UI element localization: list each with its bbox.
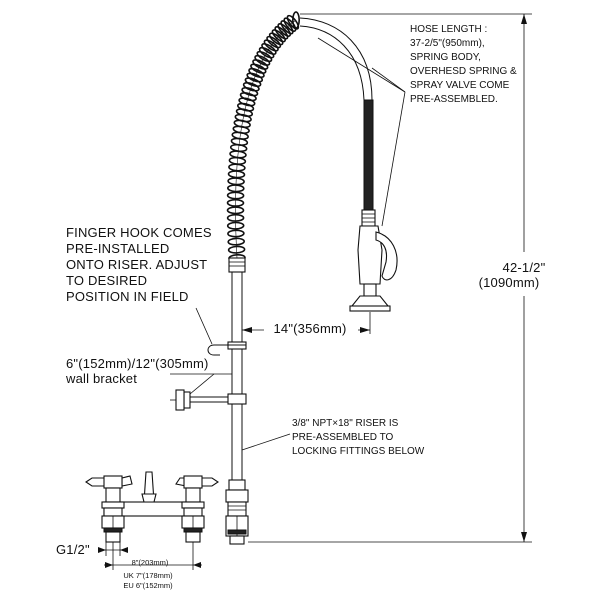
svg-text:PRE-ASSEMBLED.: PRE-ASSEMBLED. [410,94,498,105]
spring-coil [235,108,254,117]
reach-dimension: 14"(356mm) [242,312,371,336]
spring-coil [250,63,267,74]
spring-coil [226,198,245,207]
spring-coil [258,46,275,59]
svg-text:LOCKING FITTINGS BELOW: LOCKING FITTINGS BELOW [292,446,425,457]
spring-coil [226,213,245,222]
svg-text:PRE-ASSEMBLED TO: PRE-ASSEMBLED TO [292,432,394,443]
svg-text:EU 6"(152mm): EU 6"(152mm) [123,581,173,590]
spring-coil [292,11,301,29]
spring-coil [252,59,269,70]
locking-fitting [225,479,249,545]
spring-coil [236,102,255,112]
svg-text:37-2/5"(950mm),: 37-2/5"(950mm), [410,38,485,49]
spring-coil [277,23,292,37]
reach-label: 14"(356mm) [273,321,346,336]
svg-text:TO DESIRED: TO DESIRED [66,273,147,288]
spring-coil [268,32,284,46]
spring-coil [226,206,245,215]
spring-coil [254,54,271,66]
spring-coil [274,26,289,40]
svg-text:wall bracket: wall bracket [65,371,137,386]
spray-valve [349,99,398,312]
spring-coil [226,191,245,200]
centers-dimension: 8"(203mm) UK 7"(178mm) EU 6"(152mm) [104,542,202,590]
spring-coil [286,14,300,30]
svg-text:UK 7"(178mm): UK 7"(178mm) [123,571,173,580]
spring-coil [271,29,286,43]
spring-coil [263,39,279,52]
spring-coil [280,20,294,35]
svg-text:SPRAY VALVE COME: SPRAY VALVE COME [410,80,510,91]
spring-collar [228,257,246,273]
svg-text:ONTO RISER. ADJUST: ONTO RISER. ADJUST [66,257,207,272]
spring-coil [227,245,246,254]
svg-text:8"(203mm): 8"(203mm) [132,558,169,567]
spring-coil [244,77,262,87]
inlet-thread-dimension: G1/2" [56,542,128,557]
svg-text:FINGER HOOK COMES: FINGER HOOK COMES [66,225,212,240]
svg-text:HOSE LENGTH :: HOSE LENGTH : [410,24,487,35]
hose-length-note: HOSE LENGTH : 37-2/5"(950mm), SPRING BOD… [317,24,517,227]
overall-height-label: 42-1/2" [503,260,546,275]
spring-coil [261,43,277,55]
riser-note: 3/8" NPT×18" RISER IS PRE-ASSEMBLED TO L… [241,418,425,457]
spring-coil [256,50,273,63]
finger-hook-note: FINGER HOOK COMES PRE-INSTALLED ONTO RIS… [66,225,213,345]
spring-coil [246,72,264,83]
overall-height-dimension: 42-1/2" (1090mm) [248,13,546,543]
svg-text:PRE-INSTALLED: PRE-INSTALLED [66,241,170,256]
spring-coil [227,229,245,238]
spring-coil [227,237,245,246]
svg-text:POSITION IN FIELD: POSITION IN FIELD [66,289,189,304]
svg-text:3/8" NPT×18" RISER IS: 3/8" NPT×18" RISER IS [292,418,399,429]
spring-coil [239,92,257,102]
inlet-thread-label: G1/2" [56,542,90,557]
riser-pipe [231,272,243,480]
overall-height-metric: (1090mm) [479,275,540,290]
left-valve [85,475,133,543]
wall-bracket [170,389,247,411]
finger-hook [207,341,247,356]
hose [299,17,373,101]
spring-coil [242,82,260,92]
wall-bracket-note: 6"(152mm)/12"(305mm) wall bracket [65,356,232,395]
spring-coil [266,35,282,49]
spring-coil [226,221,245,230]
svg-text:6"(152mm)/12"(305mm): 6"(152mm)/12"(305mm) [66,356,209,371]
spring-coil [248,67,265,79]
svg-text:OVERHESD SPRING &: OVERHESD SPRING & [410,66,517,77]
spring-coil [238,97,256,107]
spring-coil [241,87,259,97]
overhead-spring [226,11,301,263]
svg-text:SPRING BODY,: SPRING BODY, [410,52,481,63]
